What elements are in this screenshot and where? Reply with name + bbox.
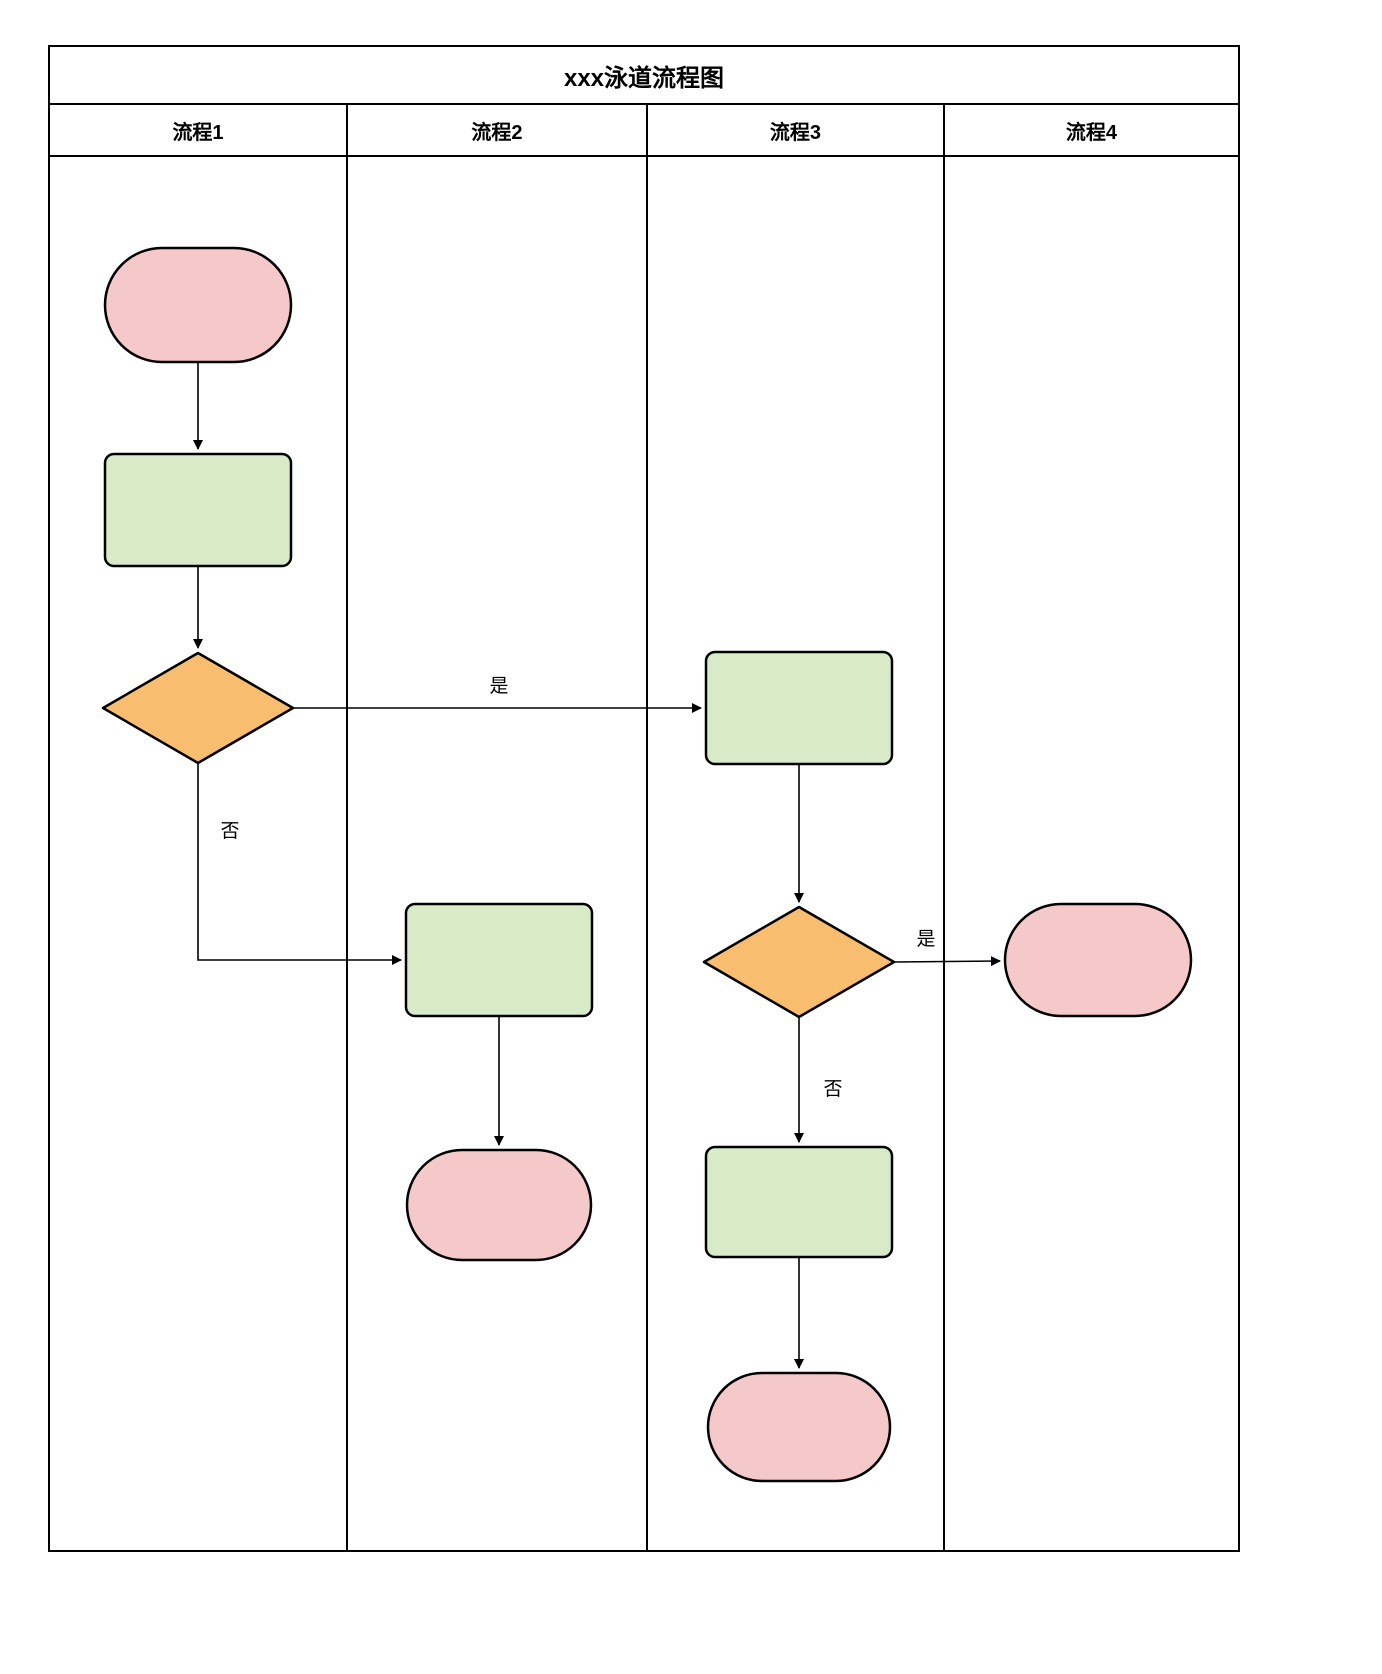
lane-headers: 流程1 流程2 流程3 流程4 [50, 105, 1238, 157]
lane-header-4: 流程4 [1065, 121, 1118, 144]
lane-body-2 [348, 157, 648, 1550]
lane-bodies [50, 157, 1238, 1550]
lane-body-3 [648, 157, 945, 1550]
lane-header-2: 流程2 [348, 105, 648, 155]
lane-body-1 [50, 157, 348, 1550]
lane-body-4 [945, 157, 1238, 1550]
swimlane-diagram-frame: xxx泳道流程图 流程1 流程2 流程3 流程4 是 否 是 否 [48, 45, 1240, 1552]
lane-header-1: 流程1 [50, 105, 348, 155]
lane-header-3: 流程3 [648, 105, 945, 155]
diagram-title: xxx泳道流程图 [50, 47, 1238, 105]
